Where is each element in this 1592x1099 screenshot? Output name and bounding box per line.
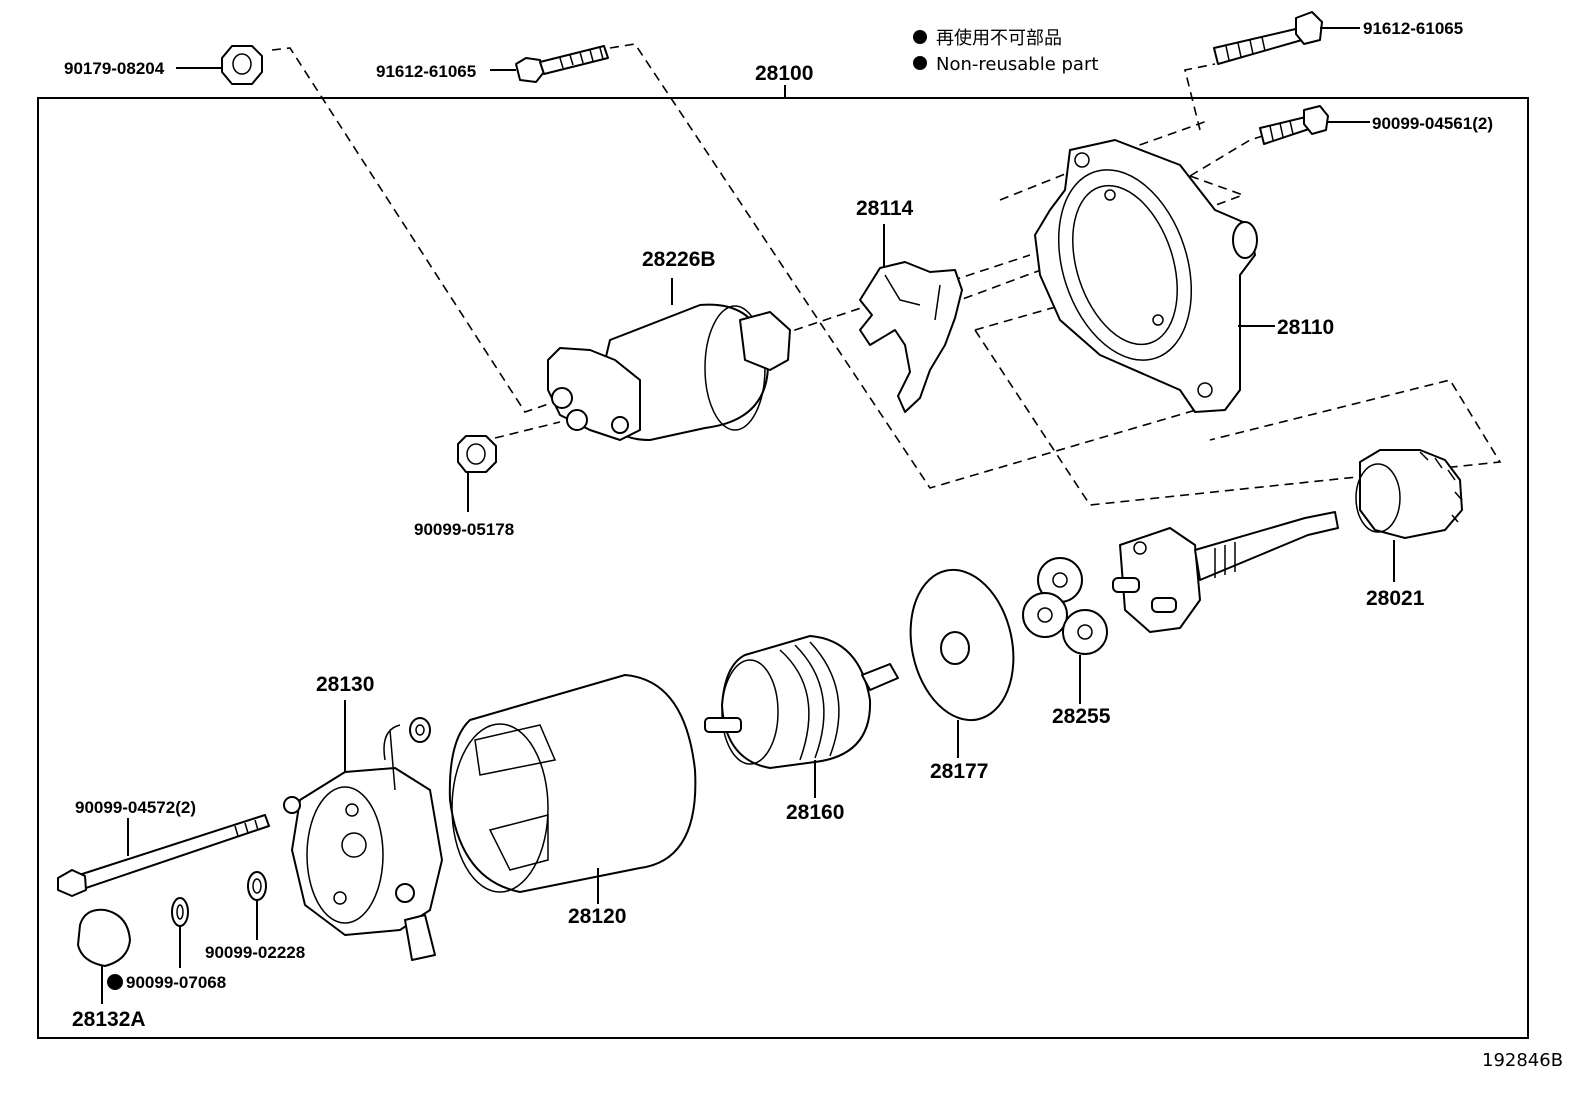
label-90099-05178: 90099-05178: [414, 520, 514, 539]
label-91612-61065-left: 91612-61065: [376, 62, 476, 81]
commutator-end-frame-28130-icon: [283, 724, 443, 961]
non-reusable-marker: [107, 974, 123, 990]
washer-90099-02228-icon: [247, 871, 267, 901]
label-28132A: 28132A: [72, 1008, 146, 1031]
terminal-washer-icon: [409, 717, 431, 743]
assembly-frame: [37, 97, 1529, 1039]
label-28226B: 28226B: [642, 248, 716, 271]
yoke-28120-icon: [448, 674, 697, 893]
nut-90099-05178-icon: [457, 435, 497, 473]
cap-28132A-icon: [77, 908, 131, 967]
plate-28177-icon: [909, 568, 1015, 722]
label-28130: 28130: [316, 673, 374, 696]
nut-90179-08204-icon: [221, 45, 263, 85]
starter-clutch-28021-icon: [1355, 449, 1463, 539]
label-28110: 28110: [1277, 316, 1334, 339]
label-28177: 28177: [930, 760, 988, 783]
bolt-91612-61065-right-icon: [1213, 11, 1323, 65]
armature-28160-icon: [704, 635, 899, 769]
bolt-90099-04561-icon: [1259, 105, 1329, 145]
legend-bullet-en: [913, 56, 927, 70]
label-28255: 28255: [1052, 705, 1111, 728]
label-28160: 28160: [786, 801, 844, 824]
legend-bullet-jp: [913, 30, 927, 44]
label-28114: 28114: [856, 197, 914, 220]
planetary-gears-28255-icon: [1022, 557, 1108, 655]
drive-housing-28110-icon: [1034, 139, 1258, 413]
diagram-id: 192846B: [1482, 1050, 1563, 1071]
lever-28114-icon: [859, 261, 963, 413]
label-90099-04561: 90099-04561(2): [1372, 114, 1493, 133]
label-90099-02228: 90099-02228: [205, 943, 305, 962]
bolt-91612-61065-left-icon: [515, 45, 609, 83]
legend-jp: 再使用不可部品: [936, 28, 1062, 49]
label-28120: 28120: [568, 905, 626, 928]
label-90099-04572: 90099-04572(2): [75, 798, 196, 817]
label-91612-61065-right: 91612-61065: [1363, 19, 1463, 38]
planetary-carrier-shaft-icon: [1112, 511, 1339, 633]
label-90179-08204: 90179-08204: [64, 59, 165, 78]
through-bolt-90099-04572-icon: [57, 814, 270, 897]
legend-en: Non-reusable part: [936, 54, 1098, 75]
o-ring-90099-07068-icon: [171, 897, 189, 927]
solenoid-28226B-icon: [547, 303, 791, 441]
label-28021: 28021: [1366, 587, 1425, 610]
label-90099-07068: 90099-07068: [126, 973, 226, 992]
label-28100: 28100: [755, 62, 813, 85]
